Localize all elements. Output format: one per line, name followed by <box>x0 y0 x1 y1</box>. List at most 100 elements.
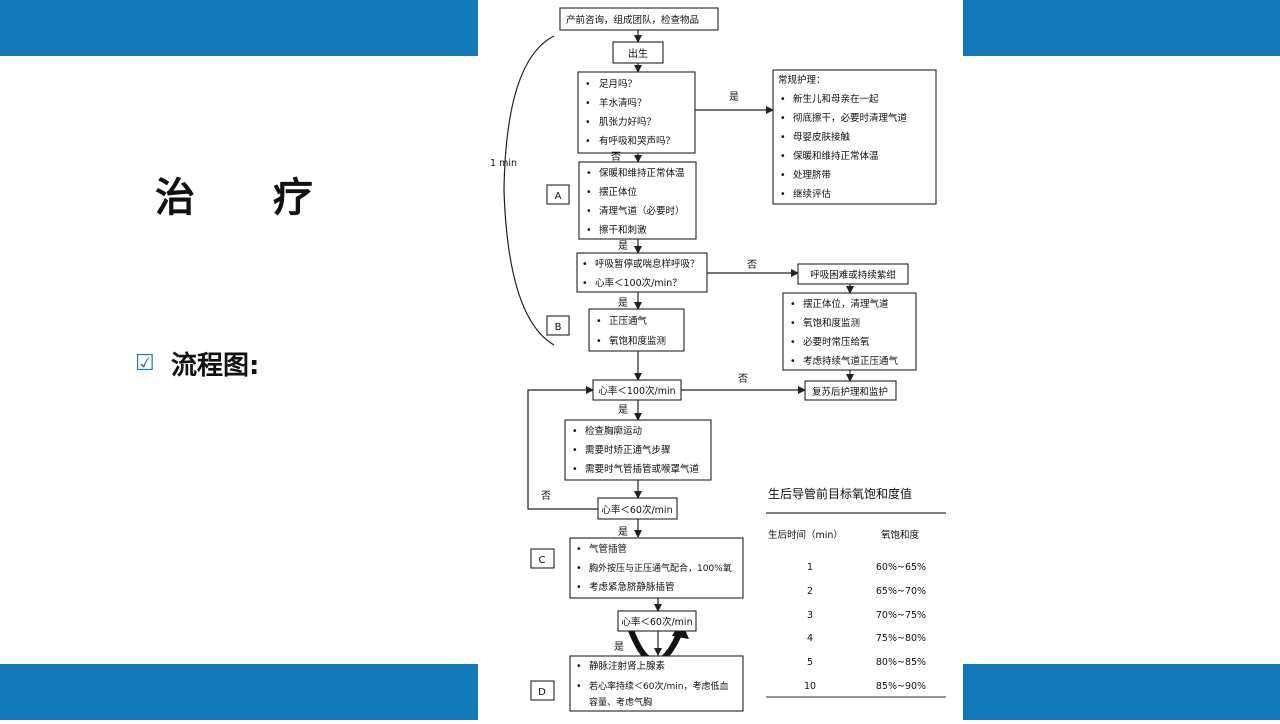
table-cell-spo2: 80%~85% <box>876 657 926 668</box>
b-bullet: • <box>596 336 602 347</box>
spo2-table: 生后导管前目标氧饱和度值 生后时间（min） 氧饱和度 1 60%~65% 2 … <box>766 486 946 698</box>
a-bullet: • <box>586 225 592 236</box>
label-c: C <box>539 555 546 566</box>
d-step: 若心率持续＜60次/min，考虑低血 <box>589 680 728 692</box>
checkbox-icon: ☑ <box>135 350 155 376</box>
label-b-box <box>546 315 570 336</box>
connectors <box>503 30 854 665</box>
label-a-box <box>546 184 570 205</box>
b-bullet: • <box>596 316 602 327</box>
yes-label-apnea: 是 <box>618 297 628 309</box>
post-care-text: 复苏后护理和监护 <box>812 386 888 398</box>
routine-bullet: • <box>780 94 786 105</box>
label-d-box <box>530 680 555 701</box>
assess-bullet: • <box>585 79 591 90</box>
labored-bullet: • <box>790 356 796 367</box>
hr60b-box <box>617 610 697 632</box>
apnea-bullet: • <box>582 278 588 289</box>
hr60-box <box>597 497 678 520</box>
assess-box <box>577 71 696 154</box>
label-a: A <box>555 191 562 202</box>
routine-box <box>772 69 937 205</box>
table-header: 生后时间（min） <box>768 529 843 541</box>
d-bullet: • <box>576 661 582 672</box>
routine-item: 母婴皮肤接触 <box>793 131 851 143</box>
check-step: 需要时矫正通气步骤 <box>585 444 671 456</box>
routine-item: 处理脐带 <box>793 169 832 181</box>
no-label-hr100: 否 <box>738 373 748 385</box>
routine-title: 常规护理： <box>778 74 826 86</box>
prenatal-text: 产前咨询，组成团队，检查物品 <box>566 14 699 26</box>
flowchart-svg: 产前咨询，组成团队，检查物品 出生 • 足月吗？ • 羊水清吗？ • 肌张力好吗… <box>490 7 946 712</box>
label-c-box <box>530 548 555 569</box>
d-step: 容量、考虑气胸 <box>589 696 652 708</box>
d-step: 静脉注射肾上腺素 <box>589 660 666 672</box>
bottom-right-band <box>963 664 1280 720</box>
a-bullet: • <box>586 168 592 179</box>
routine-item: 继续评估 <box>793 188 832 200</box>
assess-item: 羊水清吗？ <box>599 97 647 109</box>
apnea-item: 呼吸暂停或喘息样呼吸？ <box>595 258 700 270</box>
bullet-text: 流程图: <box>171 351 260 381</box>
table-cell-time: 10 <box>804 681 816 692</box>
table-cell-time: 1 <box>807 562 813 573</box>
hr60-text: 心率＜60次/min <box>601 504 672 516</box>
d-bullet: • <box>576 681 582 692</box>
check-step: 检查胸廓运动 <box>585 425 642 437</box>
labored-bullet: • <box>790 337 796 348</box>
assess-item: 肌张力好吗？ <box>599 116 656 128</box>
bottom-left-band <box>0 664 478 720</box>
check-step: 需要时气管插管或喉罩气道 <box>585 463 700 475</box>
b-step: 氧饱和度监测 <box>609 335 666 347</box>
labored-bullet: • <box>790 318 796 329</box>
post-care-box <box>804 380 897 401</box>
time-label: 1 min <box>490 158 517 169</box>
table-cell-spo2: 65%~70% <box>876 586 926 597</box>
a-step: 擦干和刺激 <box>599 224 647 236</box>
birth-box <box>612 41 664 64</box>
no-label-assess: 否 <box>611 151 621 163</box>
birth-text: 出生 <box>628 47 648 60</box>
top-left-band <box>0 0 478 56</box>
no-label-hr60: 否 <box>541 490 551 502</box>
routine-item: 彻底擦干，必要时清理气道 <box>793 112 908 124</box>
d-steps-box <box>569 655 744 712</box>
routine-item: 新生儿和母亲在一起 <box>793 93 879 105</box>
routine-bullet: • <box>780 189 786 200</box>
apnea-bullet: • <box>582 259 588 270</box>
a-bullet: • <box>586 187 592 198</box>
labored-step: 考虑持续气道正压通气 <box>803 355 899 367</box>
table-cell-spo2: 70%~75% <box>876 610 926 621</box>
check-bullet: • <box>572 464 578 475</box>
routine-bullet: • <box>780 151 786 162</box>
c-bullet: • <box>576 544 582 555</box>
assess-bullet: • <box>585 136 591 147</box>
prenatal-box <box>559 7 719 31</box>
table-cell-spo2: 60%~65% <box>876 562 926 573</box>
c-bullet: • <box>576 582 582 593</box>
labored-step: 摆正体位，清理气道 <box>803 298 889 310</box>
yes-label-hr60: 是 <box>618 526 628 538</box>
assess-item: 足月吗？ <box>599 79 637 90</box>
labored-text: 呼吸困难或持续紫绀 <box>810 269 896 281</box>
table-header: 氧饱和度 <box>881 529 920 541</box>
table-cell-time: 2 <box>807 586 813 597</box>
table-cell-spo2: 75%~80% <box>876 633 926 644</box>
no-label-apnea: 否 <box>747 259 757 271</box>
label-d: D <box>538 687 546 698</box>
slide-title: 治 疗 <box>155 175 345 221</box>
yes-label-hr60b: 是 <box>614 641 624 653</box>
yes-label-hr100: 是 <box>618 404 628 416</box>
check-bullet: • <box>572 426 578 437</box>
b-steps-box <box>588 308 685 352</box>
a-step: 摆正体位 <box>599 186 638 198</box>
hr100-box <box>592 379 682 401</box>
yes-label-routine: 是 <box>729 91 739 103</box>
check-box <box>564 419 712 481</box>
assess-bullet: • <box>585 117 591 128</box>
routine-bullet: • <box>780 170 786 181</box>
table-cell-time: 3 <box>807 610 813 621</box>
labored-step: 必要时常压给氧 <box>803 336 870 348</box>
flowchart-figure: 产前咨询，组成团队，检查物品 出生 • 足月吗？ • 羊水清吗？ • 肌张力好吗… <box>478 0 963 720</box>
c-step: 考虑紧急脐静脉插管 <box>589 581 675 593</box>
